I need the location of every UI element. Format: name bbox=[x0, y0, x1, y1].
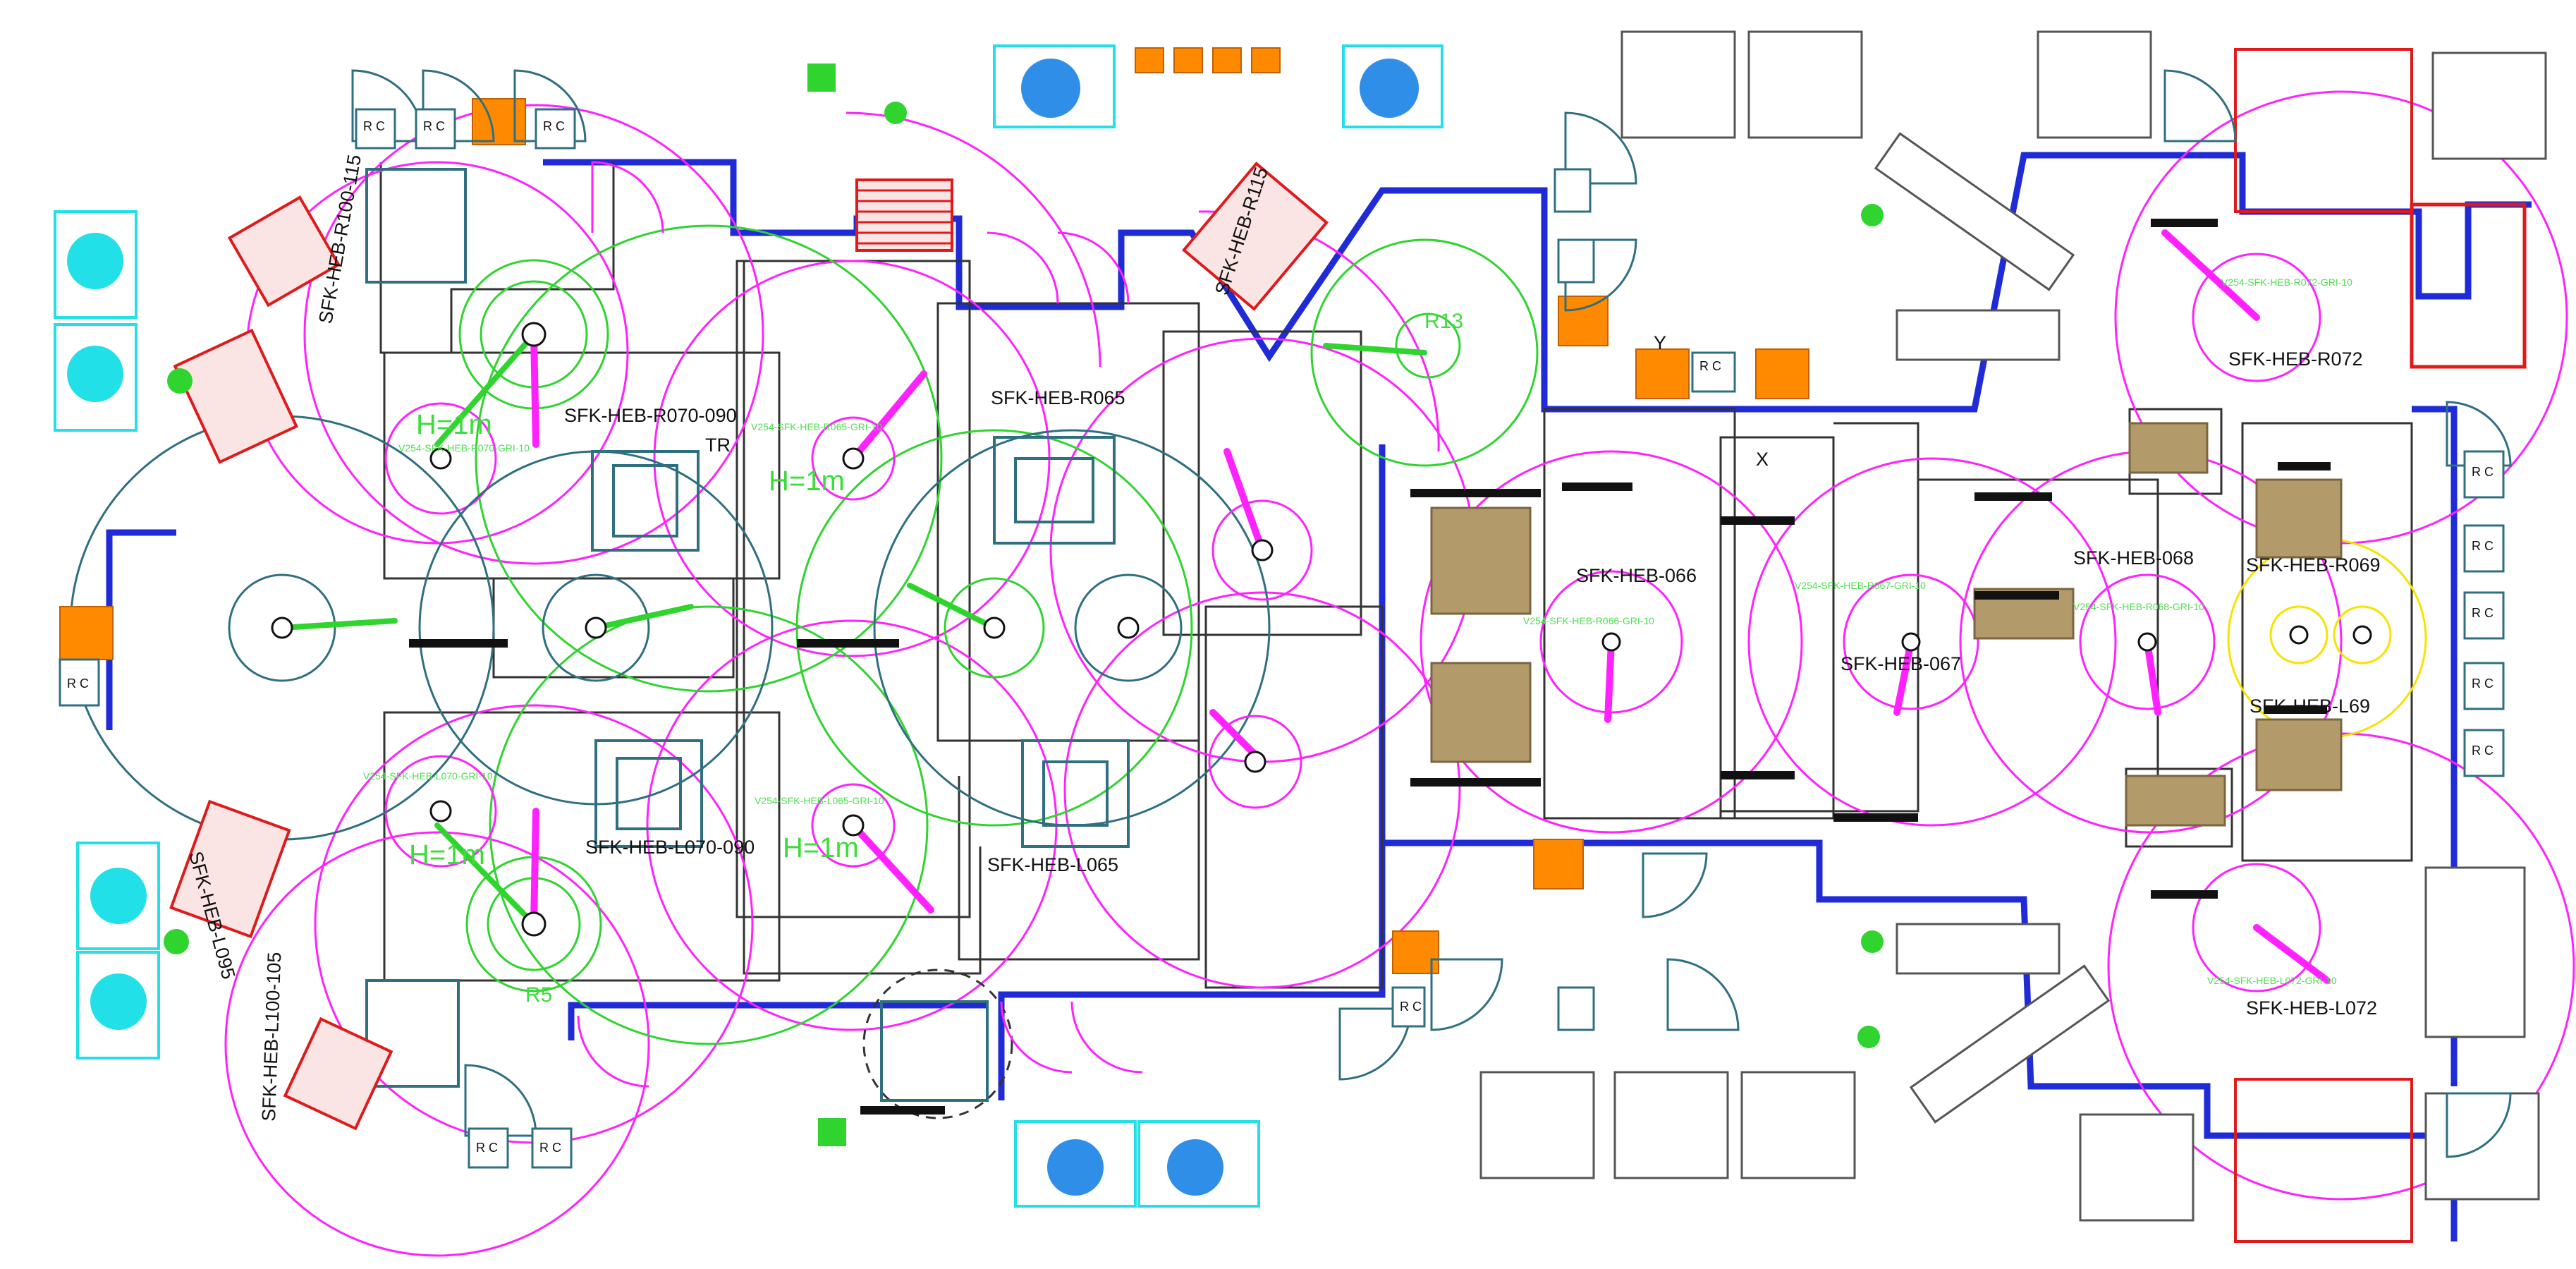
label-v254-e: V254-SFK-HEB-R066-GRI-10 bbox=[1523, 615, 1654, 626]
label-v254-d: V254-SFK-HEB-L065-GRI-10 bbox=[755, 795, 884, 806]
label-r072: SFK-HEB-R072 bbox=[2228, 348, 2363, 370]
label-v254-i: V254-SFK-HEB-L072-GRI-10 bbox=[2207, 975, 2337, 986]
guard-bars bbox=[409, 219, 2331, 1115]
label-v254-b: V254-SFK-HEB-L070-GRI-10 bbox=[363, 770, 493, 782]
robot-centers bbox=[271, 322, 2372, 937]
label-l065: SFK-HEB-L065 bbox=[987, 854, 1118, 875]
rc-label: R C bbox=[539, 1141, 561, 1155]
label-r5: R5 bbox=[525, 983, 552, 1007]
x-mark: X bbox=[1756, 449, 1769, 470]
doors bbox=[351, 69, 2512, 1158]
equipment-clusters bbox=[365, 168, 1130, 1102]
label-v254-f: V254-SFK-HEB-R067-GRI-10 bbox=[1795, 580, 1926, 591]
label-v254-c: V254-SFK-HEB-R065-GRI-10 bbox=[751, 421, 882, 432]
label-068: SFK-HEB-068 bbox=[2073, 547, 2194, 569]
rc-label: R C bbox=[2472, 676, 2493, 691]
label-r069: SFK-HEB-R069 bbox=[2246, 554, 2381, 576]
rc-label: R C bbox=[2472, 539, 2493, 553]
rc-label: R C bbox=[1400, 1000, 1422, 1014]
label-l072: SFK-HEB-L072 bbox=[2246, 997, 2377, 1019]
label-l070-090: SFK-HEB-L070-090 bbox=[585, 837, 755, 858]
rc-label: R C bbox=[543, 119, 565, 133]
label-l100-105: SFK-HEB-L100-105 bbox=[258, 952, 285, 1122]
label-r13: R13 bbox=[1424, 310, 1463, 333]
gripper-arms bbox=[279, 332, 1427, 927]
magenta-door-arcs bbox=[577, 161, 1143, 1088]
rc-label: R C bbox=[1699, 359, 1721, 373]
rc-label: R C bbox=[363, 119, 385, 133]
cyan-panels bbox=[54, 44, 1443, 1208]
station-outlines bbox=[379, 162, 2413, 989]
gray-machines bbox=[1479, 30, 2547, 1222]
orange-units bbox=[59, 47, 1809, 974]
label-r070-090: SFK-HEB-R070-090 bbox=[564, 405, 737, 426]
rc-label: R C bbox=[2472, 743, 2493, 758]
cyan-blobs bbox=[67, 233, 147, 1030]
red-conveyors bbox=[169, 48, 2527, 1243]
rc-labels: R C R C R C R C R C R C R C R C R C R C … bbox=[67, 119, 2493, 1155]
blue-blobs bbox=[1021, 59, 1419, 1196]
label-v254-a: V254-SFK-HEB-R070-GRI-10 bbox=[398, 442, 530, 454]
label-h4: H=1m bbox=[783, 832, 859, 863]
rc-label: R C bbox=[423, 119, 445, 133]
rc-boxes bbox=[59, 108, 2505, 1169]
y-mark: Y bbox=[1654, 332, 1666, 353]
label-h3: H=1m bbox=[409, 839, 485, 870]
rc-label: R C bbox=[67, 676, 89, 691]
label-h2: H=1m bbox=[769, 466, 845, 497]
rc-label: R C bbox=[2472, 465, 2493, 479]
label-r065: SFK-HEB-R065 bbox=[991, 387, 1125, 408]
rc-label: R C bbox=[476, 1141, 498, 1155]
label-067: SFK-HEB-067 bbox=[1841, 653, 1961, 674]
label-v254-g: V254-SFK-HEB-R068-GRI-10 bbox=[2073, 601, 2204, 612]
label-tr: TR bbox=[705, 435, 731, 456]
label-h1: H=1m bbox=[416, 409, 492, 440]
label-l69: SFK-HEB-L69 bbox=[2250, 696, 2370, 717]
label-v254-h: V254-SFK-HEB-R072-GRI-10 bbox=[2221, 277, 2352, 288]
green-glyphs bbox=[164, 63, 1884, 1146]
label-066: SFK-HEB-066 bbox=[1576, 565, 1697, 586]
rc-label: R C bbox=[2472, 606, 2493, 620]
boundary-walls bbox=[106, 152, 2532, 1241]
